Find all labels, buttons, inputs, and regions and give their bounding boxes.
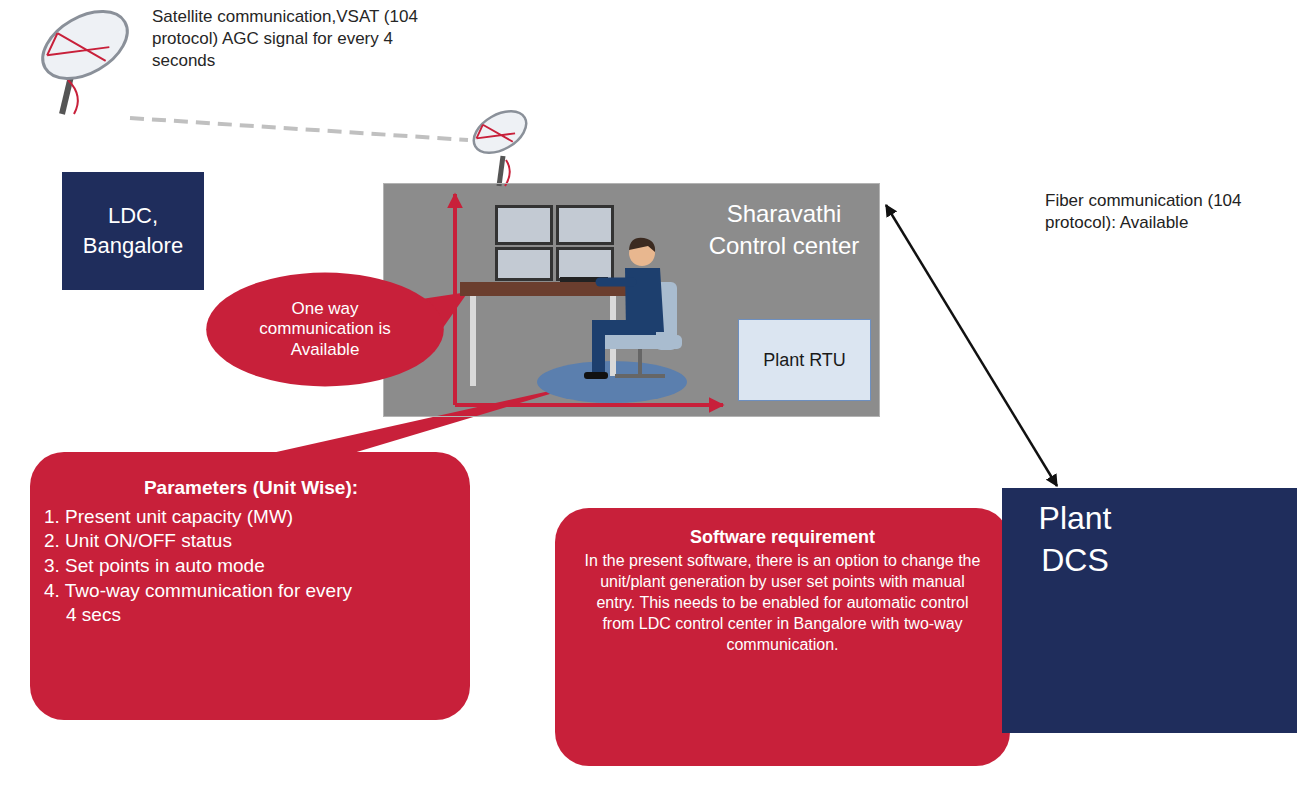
signal-arrow	[453, 194, 457, 405]
callout-text: One way communication is Available	[245, 299, 405, 360]
control-room-name: Sharavathi Control center	[696, 198, 872, 263]
callout-heading: Parameters (Unit Wise):	[44, 476, 458, 501]
link-note: Satellite communication,VSAT (104 protoc…	[152, 6, 420, 72]
satellite-dish	[31, 0, 139, 114]
list-item: 3. Set points in auto mode	[44, 554, 354, 579]
site-box: LDC, Bangalore	[62, 172, 204, 290]
dcs-label: Plant DCS	[1020, 498, 1130, 581]
fiber-link	[886, 205, 1057, 486]
satellite-link	[130, 118, 468, 140]
satellite-dish	[467, 103, 534, 186]
list-item: 4. Two-way communication for every 4 sec…	[44, 579, 354, 628]
ellipse-shape	[206, 273, 444, 387]
rtu-label: Plant RTU	[763, 349, 846, 372]
parameters-callout: Parameters (Unit Wise): 1. Present unit c…	[30, 452, 470, 720]
list-item: 1. Present unit capacity (MW)	[44, 505, 354, 530]
callout-ellipse: One way communication is Available	[205, 272, 445, 387]
site-name: LDC, Bangalore	[72, 201, 194, 260]
rtu-box: Plant RTU	[738, 319, 871, 401]
control-room-panel: Sharavathi Control centerPlant RTU	[383, 183, 880, 417]
signal-arrow	[455, 403, 723, 407]
link-label: Fiber communication (104 protocol): Avai…	[1045, 190, 1293, 234]
operator-illustration	[460, 205, 687, 403]
requirement-callout: Software requirementIn the present softw…	[555, 508, 1010, 766]
control-room-fill	[383, 183, 880, 417]
dcs-box: Plant DCS	[1002, 488, 1297, 733]
list-item: 2. Unit ON/OFF status	[44, 529, 354, 554]
callout-body: In the present software, there is an opt…	[581, 551, 984, 655]
callout-tail	[240, 382, 590, 460]
callout-heading: Software requirement	[581, 526, 984, 549]
